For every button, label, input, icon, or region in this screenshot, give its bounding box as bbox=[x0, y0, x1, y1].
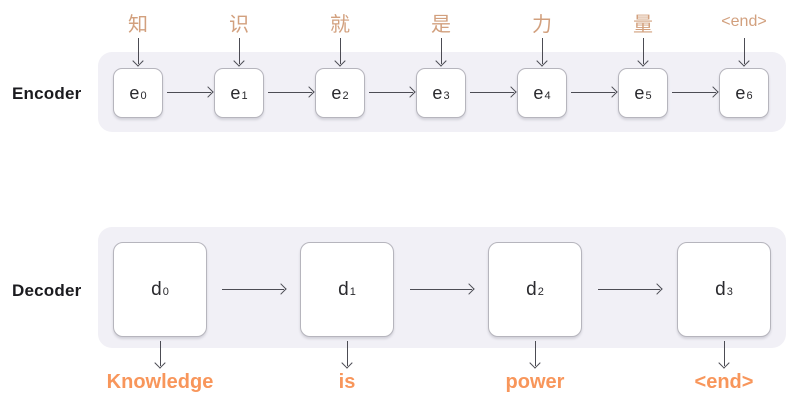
encoder-input-token: 力 bbox=[532, 14, 552, 36]
flow-arrow-icon bbox=[410, 289, 472, 290]
input-arrow-icon bbox=[340, 38, 341, 64]
encoder-input-token: 知 bbox=[128, 14, 148, 36]
encoder-unit-index: 4 bbox=[544, 89, 551, 102]
decoder-band bbox=[98, 227, 786, 348]
flow-arrow-icon bbox=[672, 92, 716, 93]
encoder-unit-index: 0 bbox=[140, 89, 147, 102]
output-arrow-icon bbox=[535, 341, 536, 366]
decoder-output-token: power bbox=[505, 371, 565, 393]
encoder-input-token: 就 bbox=[330, 14, 350, 36]
encoder-unit-label: e bbox=[129, 82, 140, 103]
decoder-unit-label: d bbox=[715, 278, 726, 300]
encoder-unit-label: e bbox=[331, 82, 342, 103]
encoder-unit-label: e bbox=[735, 82, 746, 103]
decoder-unit-index: 1 bbox=[349, 286, 356, 298]
flow-arrow-icon bbox=[222, 289, 284, 290]
decoder-output-token: is bbox=[338, 371, 356, 393]
encoder-input-token: 是 bbox=[431, 14, 451, 36]
encoder-input-token: <end> bbox=[721, 13, 767, 30]
input-arrow-icon bbox=[744, 38, 745, 64]
decoder-unit-label: d bbox=[526, 278, 537, 300]
decoder-output-token: Knowledge bbox=[106, 371, 214, 393]
output-arrow-icon bbox=[347, 341, 348, 366]
decoder-unit-label: d bbox=[151, 278, 162, 300]
encoder-input-token: 量 bbox=[633, 14, 653, 36]
flow-arrow-icon bbox=[167, 92, 211, 93]
input-arrow-icon bbox=[138, 38, 139, 64]
encoder-unit-index: 5 bbox=[645, 89, 652, 102]
decoder-unit-index: 0 bbox=[162, 286, 169, 298]
decoder-unit-label: d bbox=[338, 278, 349, 300]
flow-arrow-icon bbox=[598, 289, 660, 290]
encoder-input-token: 识 bbox=[229, 14, 249, 36]
input-arrow-icon bbox=[239, 38, 240, 64]
decoder-label: Decoder bbox=[12, 281, 82, 300]
input-arrow-icon bbox=[643, 38, 644, 64]
encoder-unit-label: e bbox=[432, 82, 443, 103]
input-arrow-icon bbox=[542, 38, 543, 64]
flow-arrow-icon bbox=[470, 92, 514, 93]
encoder-unit-index: 3 bbox=[443, 89, 450, 102]
encoder-unit-index: 1 bbox=[241, 89, 248, 102]
decoder-output-token: <end> bbox=[694, 371, 754, 393]
flow-arrow-icon bbox=[369, 92, 413, 93]
output-arrow-icon bbox=[724, 341, 725, 366]
encoder-unit-index: 2 bbox=[342, 89, 349, 102]
decoder-unit-index: 2 bbox=[537, 286, 544, 298]
encoder-label: Encoder bbox=[12, 84, 82, 103]
flow-arrow-icon bbox=[571, 92, 615, 93]
encoder-unit-label: e bbox=[533, 82, 544, 103]
decoder-unit-index: 3 bbox=[726, 286, 733, 298]
encoder-unit-label: e bbox=[230, 82, 241, 103]
encoder-unit-label: e bbox=[634, 82, 645, 103]
input-arrow-icon bbox=[441, 38, 442, 64]
encoder-unit-index: 6 bbox=[746, 89, 753, 102]
flow-arrow-icon bbox=[268, 92, 312, 93]
output-arrow-icon bbox=[160, 341, 161, 366]
